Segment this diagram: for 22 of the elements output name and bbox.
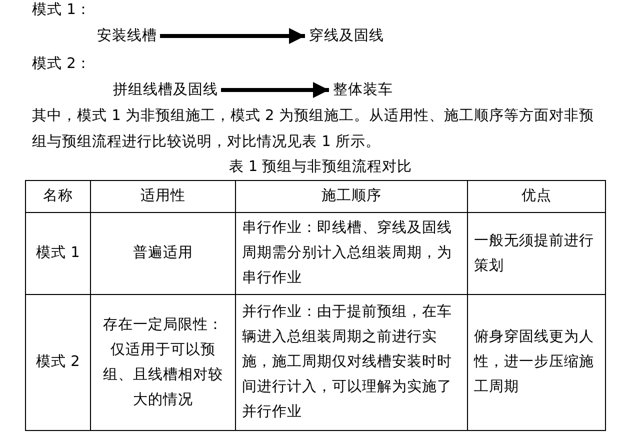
column-header: 适用性 <box>90 180 236 212</box>
mode-heading: 模式 2： <box>32 55 91 74</box>
table-cell: 并行作业：由于提前预组，在车辆进入总组装周期之前进行实施，施工周期仅对线槽安装时时间进行计入，可以理解为实施了并行作业 <box>236 294 468 430</box>
arrow <box>160 28 305 44</box>
table-cell: 存在一定局限性：仅适用于可以预组、且线槽相对较大的情况 <box>90 294 236 430</box>
paragraph: 其中，模式 1 为非预组施工，模式 2 为预组施工。从适用性、施工顺序等方面对非预组与预组流程进行比较说明，对比情况见表 1 所示。 <box>32 106 595 152</box>
mode-heading: 模式 1： <box>32 1 91 20</box>
step-text: 拼组线槽及固线 <box>113 80 218 100</box>
table-cell: 模式 2 <box>26 294 90 430</box>
step-text: 安装线槽 <box>97 26 157 46</box>
column-header: 名称 <box>26 180 90 212</box>
table-cell: 模式 1 <box>26 212 90 294</box>
table-cell: 普遍适用 <box>90 212 236 294</box>
table-title: 表 1 预组与非预组流程对比 <box>228 158 414 177</box>
step-text: 整体装车 <box>333 80 393 100</box>
table-cell: 俯身穿固线更为人性，进一步压缩施工周期 <box>468 294 606 430</box>
column-header: 优点 <box>468 180 606 212</box>
table-cell: 一般无须提前进行策划 <box>468 212 606 294</box>
step-text: 穿线及固线 <box>309 26 384 46</box>
table-cell: 串行作业：即线槽、穿线及固线周期需分别计入总组装周期，为串行作业 <box>236 212 468 294</box>
arrow <box>221 82 329 98</box>
column-header: 施工顺序 <box>236 180 468 212</box>
